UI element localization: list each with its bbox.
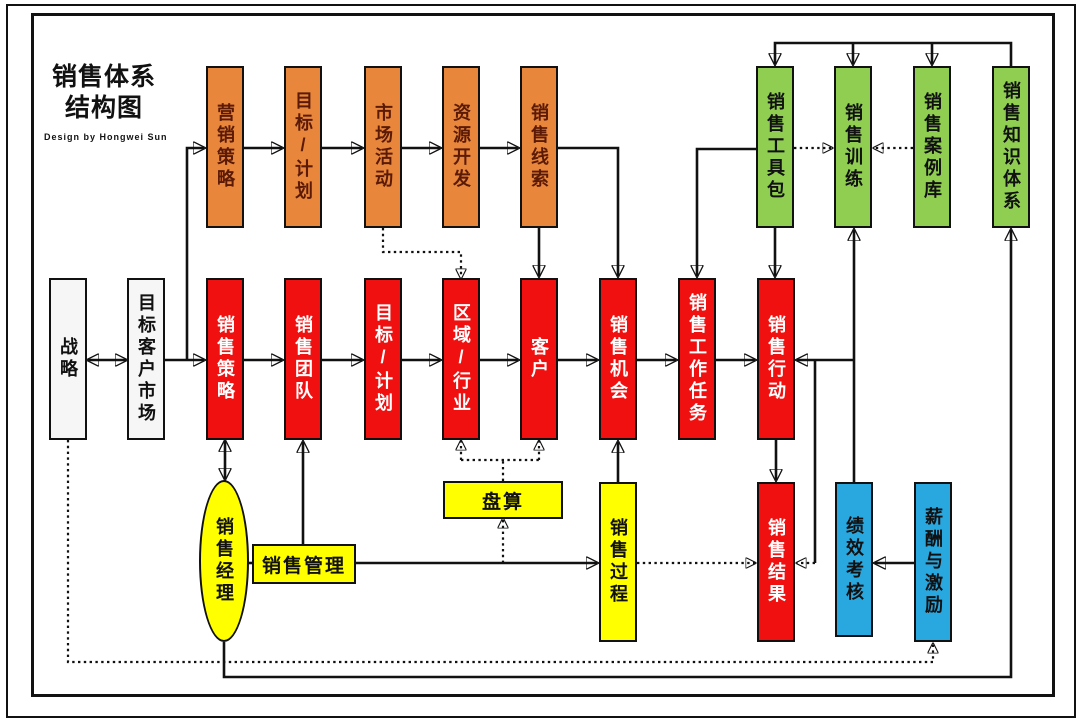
node-performance-appraisal: 绩效考核 bbox=[835, 482, 873, 637]
node-review: 盘算 bbox=[443, 481, 563, 519]
node-resource-dev: 资源开发 bbox=[442, 66, 480, 228]
node-sales-strategy: 销售策略 bbox=[206, 278, 244, 440]
outer-frame bbox=[6, 4, 1076, 718]
node-sales-action: 销售行动 bbox=[757, 278, 795, 440]
node-market-activity: 市场活动 bbox=[364, 66, 402, 228]
node-sales-leads: 销售线索 bbox=[520, 66, 558, 228]
title-line-2: 结构图 bbox=[64, 93, 143, 122]
diagram-title: 销售体系 结构图 Design by Hongwei Sun bbox=[44, 62, 168, 142]
node-sales-management: 销售管理 bbox=[252, 544, 356, 584]
node-goal-plan-marketing: 目标/计划 bbox=[284, 66, 322, 228]
title-line-1: 销售体系 bbox=[51, 63, 156, 91]
node-sales-opportunity: 销售机会 bbox=[599, 278, 637, 440]
node-region-industry: 区域/行业 bbox=[442, 278, 480, 440]
node-sales-work-task: 销售工作任务 bbox=[678, 278, 716, 440]
node-sales-team: 销售团队 bbox=[284, 278, 322, 440]
node-sales-manager: 销售经理 bbox=[199, 480, 249, 642]
node-sales-toolkit: 销售工具包 bbox=[756, 66, 794, 228]
node-target-market: 目标客户市场 bbox=[127, 278, 165, 440]
node-strategy: 战略 bbox=[49, 278, 87, 440]
node-sales-result: 销售结果 bbox=[757, 482, 795, 642]
node-marketing-strategy: 营销策略 bbox=[206, 66, 244, 228]
node-sales-knowledge-system: 销售知识体系 bbox=[992, 66, 1030, 228]
title-credit: Design by Hongwei Sun bbox=[44, 132, 168, 142]
inner-frame bbox=[31, 13, 1055, 697]
node-goal-plan-sales: 目标/计划 bbox=[364, 278, 402, 440]
node-sales-training: 销售训练 bbox=[834, 66, 872, 228]
node-customer: 客户 bbox=[520, 278, 558, 440]
node-sales-case-library: 销售案例库 bbox=[913, 66, 951, 228]
node-compensation-incentive: 薪酬与激励 bbox=[914, 482, 952, 642]
node-sales-process: 销售过程 bbox=[599, 482, 637, 642]
